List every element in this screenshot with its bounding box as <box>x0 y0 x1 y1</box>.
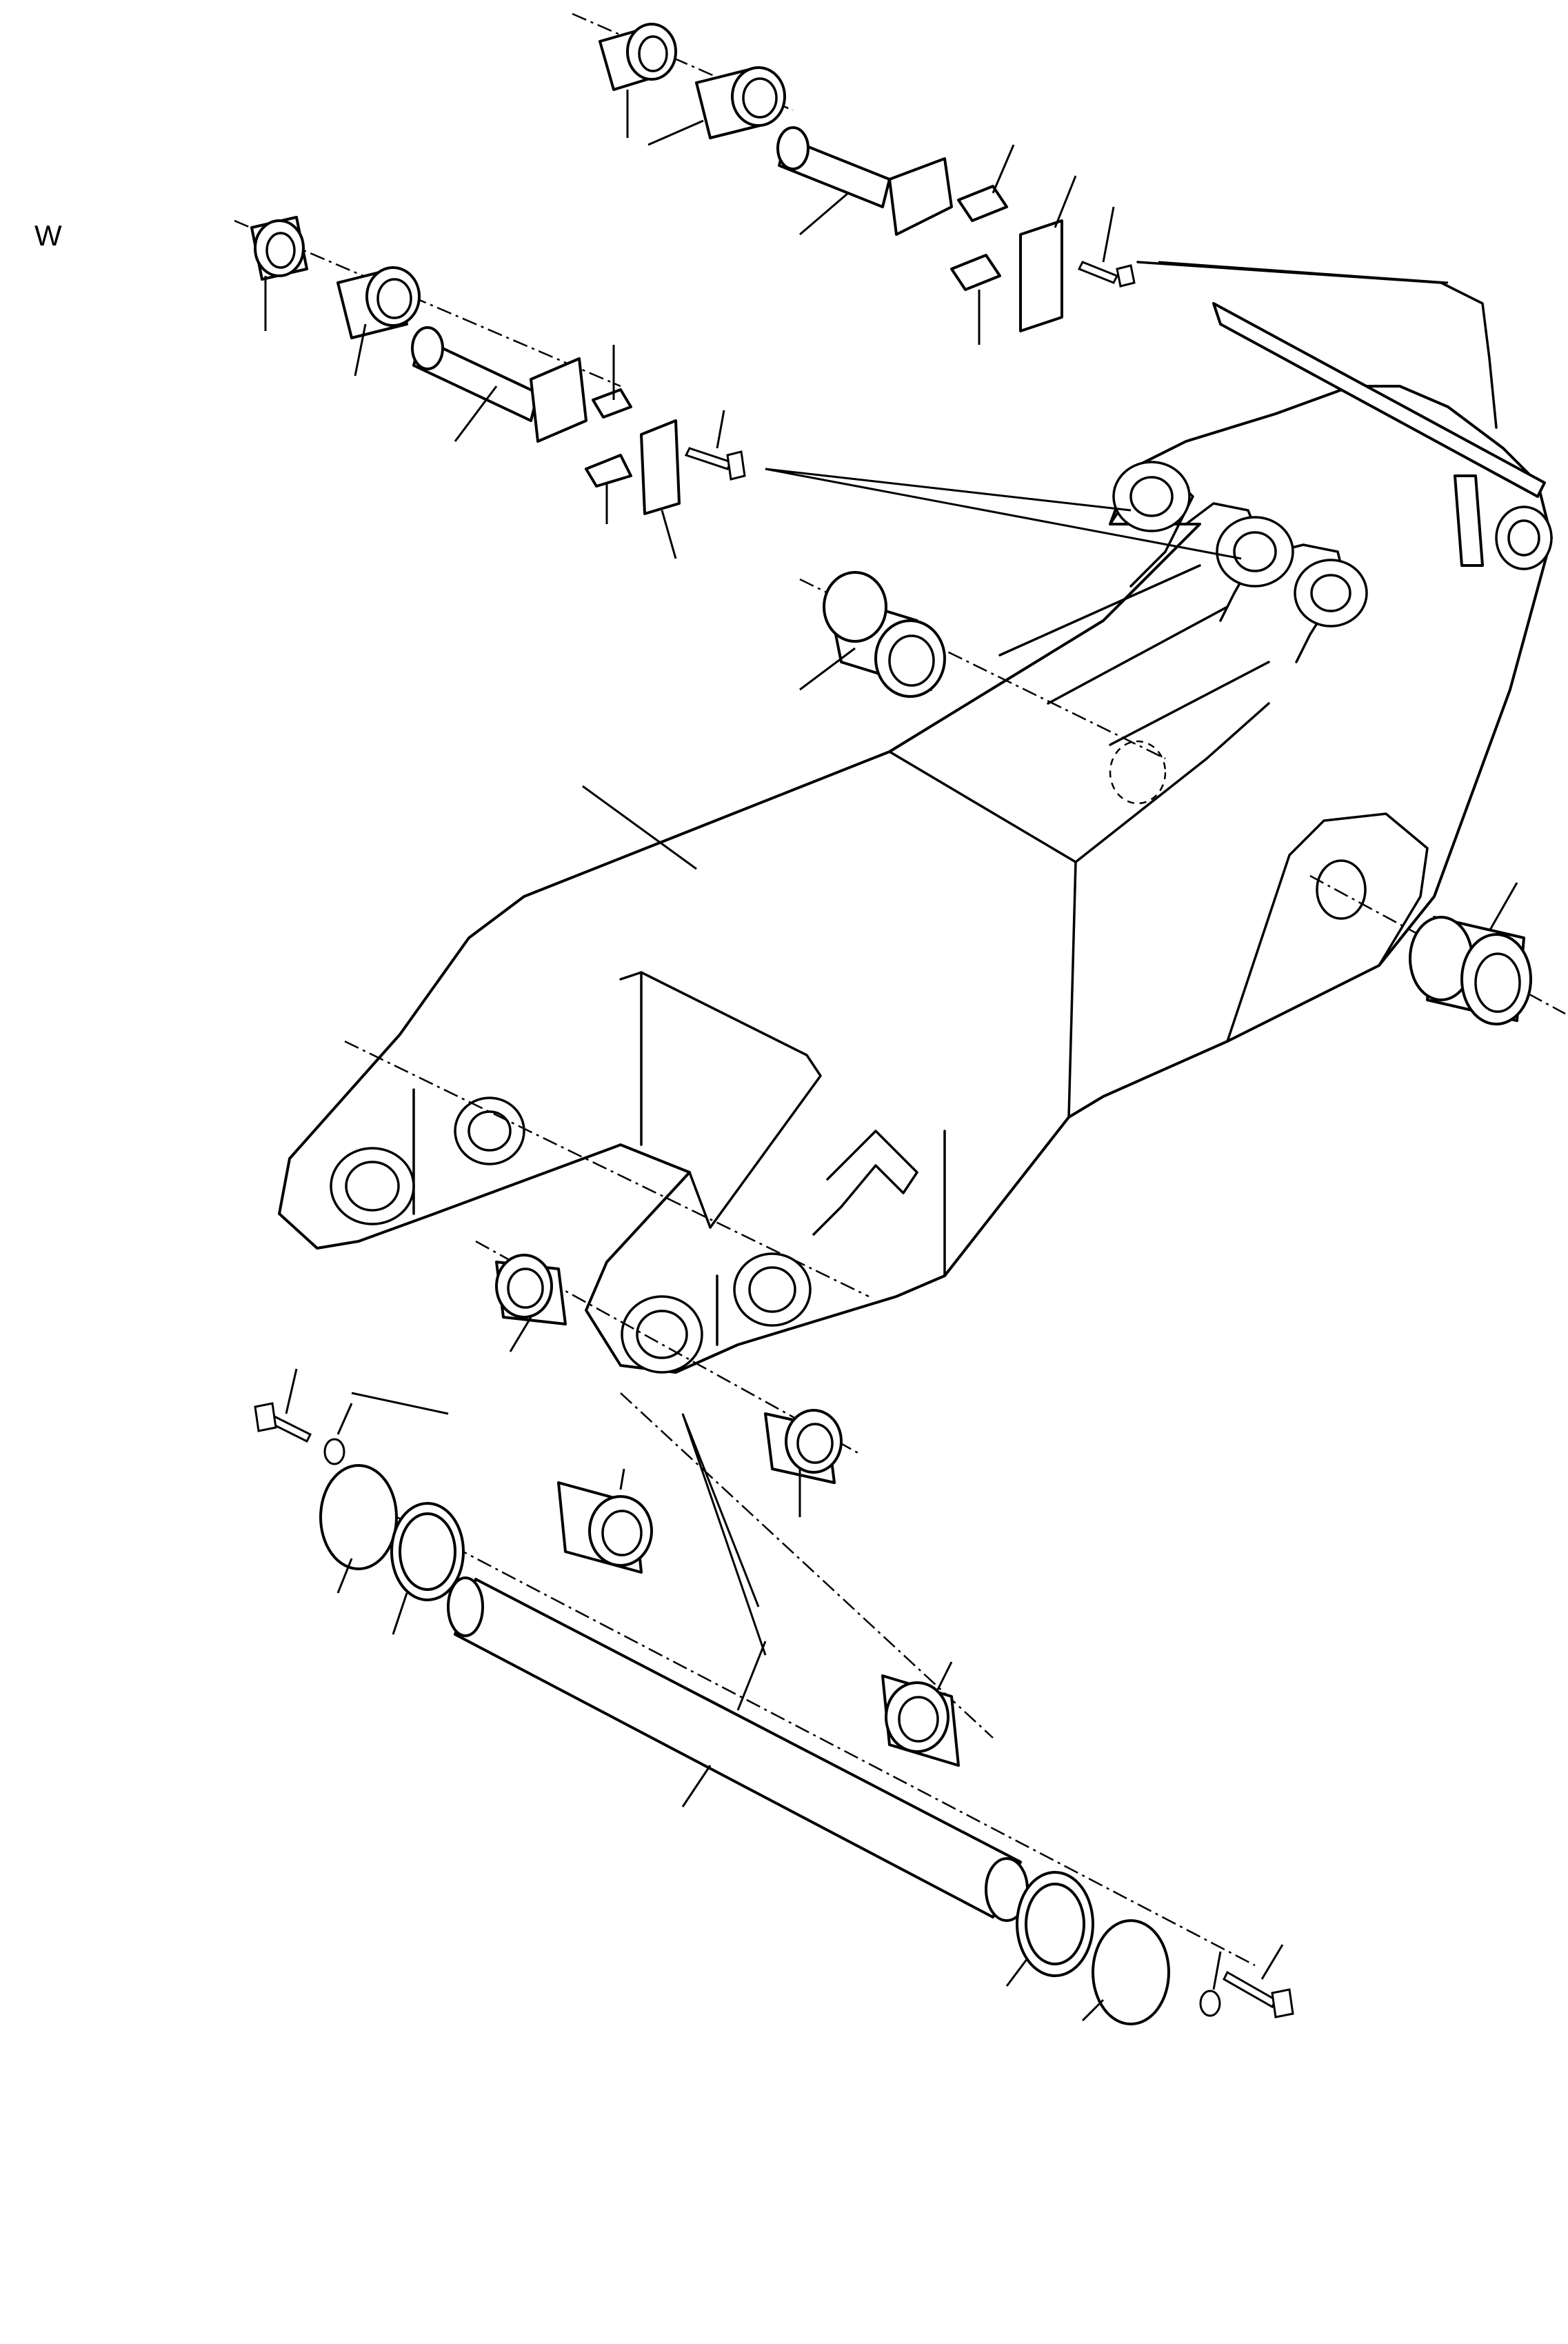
arm-bosses <box>330 461 1553 1374</box>
upper-pin-group-2 <box>250 216 1242 560</box>
top-bracket <box>1136 261 1546 567</box>
upper-pin-group-1 <box>599 23 1449 345</box>
middle-bushing <box>582 571 946 870</box>
arm-body <box>278 385 1553 1374</box>
arm-leaders <box>351 1392 449 1415</box>
right-bushing <box>1409 882 1532 1025</box>
lower-pin-group <box>254 1254 1294 2025</box>
diagram-label: W <box>34 219 62 252</box>
